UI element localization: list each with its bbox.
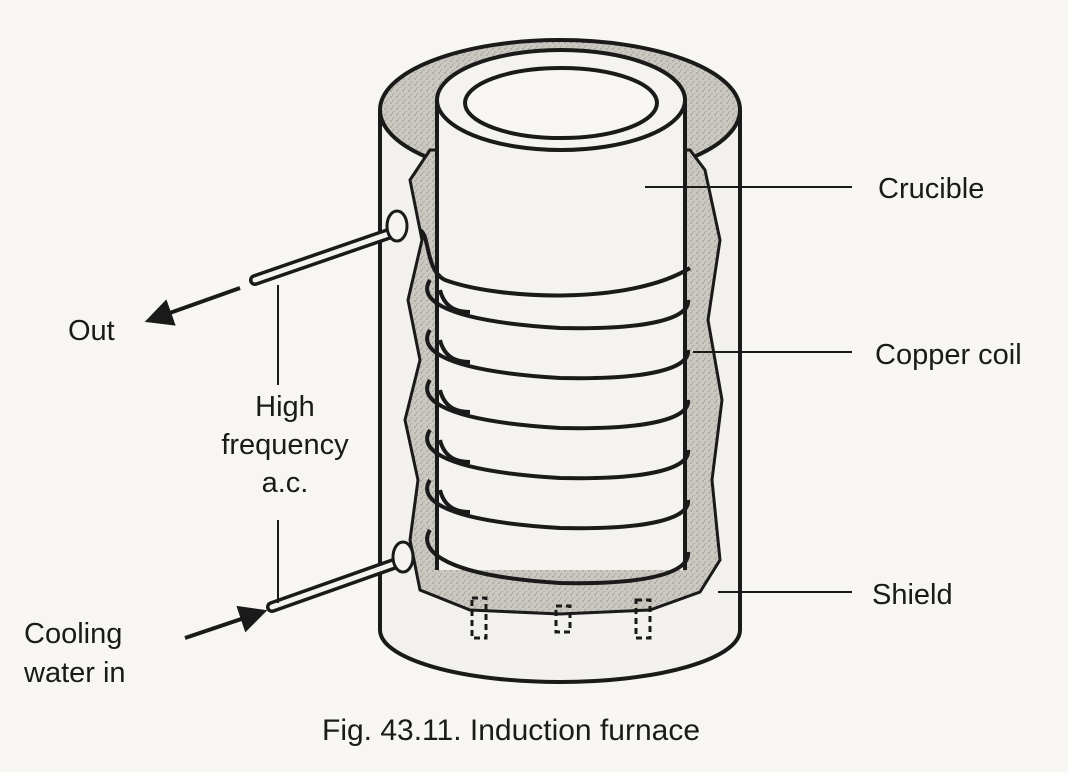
out-label: Out [68, 315, 115, 347]
in-arrow [184, 605, 268, 640]
cooling-water-label-line1: Cooling [24, 618, 123, 650]
figure-caption: Fig. 43.11. Induction furnace [322, 714, 701, 747]
copper-coil-label: Copper coil [875, 339, 1022, 371]
inlet-pipe [266, 540, 415, 613]
high-frequency-label-line1: High [255, 391, 315, 423]
high-frequency-label-line3: a.c. [261, 467, 309, 499]
outlet-pipe [249, 209, 409, 286]
crucible-shape [435, 48, 687, 570]
high-frequency-label-line2: frequency [221, 429, 349, 461]
crucible-label: Crucible [878, 173, 985, 205]
shield-label: Shield [872, 579, 953, 611]
copper-coil-shape [418, 228, 692, 586]
cooling-water-label-line2: water in [24, 657, 126, 689]
crucible-supports [470, 596, 652, 640]
out-arrow [144, 286, 241, 326]
